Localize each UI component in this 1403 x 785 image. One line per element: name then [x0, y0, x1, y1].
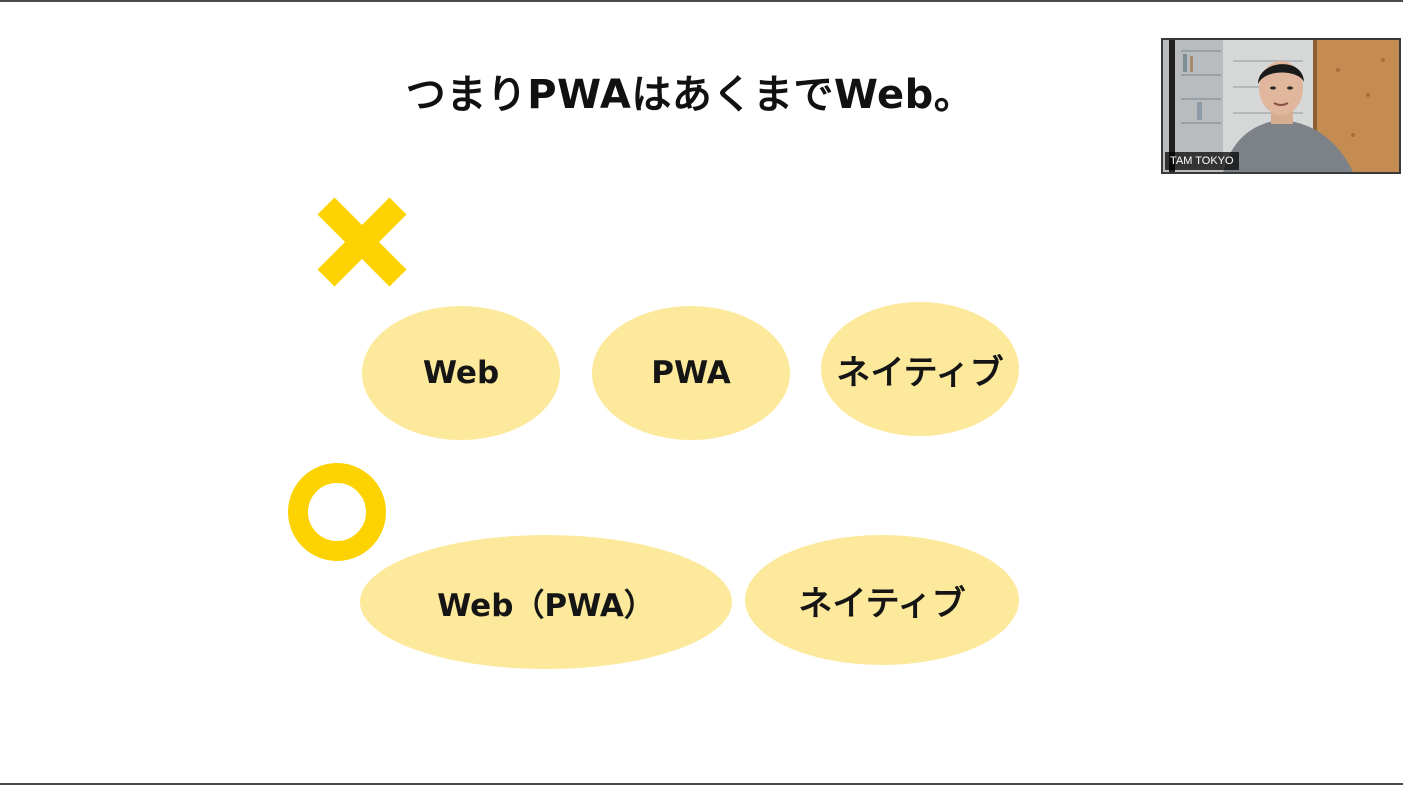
ellipse-native-2: ネイティブ: [745, 535, 1019, 665]
ellipse-label: Web: [422, 355, 500, 391]
ellipse-label: ネイティブ: [836, 352, 1004, 393]
ellipse-label: Web（PWA）: [437, 587, 655, 624]
ellipse-native: ネイティブ: [821, 302, 1019, 436]
cross-icon: [316, 196, 408, 288]
participant-name-tag: TAM TOKYO: [1165, 152, 1239, 170]
ellipse-web: Web: [362, 306, 560, 440]
participant-video-tile[interactable]: TAM TOKYO: [1161, 38, 1401, 174]
ellipse-label: PWA: [651, 355, 731, 391]
ellipse-pwa: PWA: [592, 306, 790, 440]
ellipse-label: ネイティブ: [798, 583, 966, 624]
ellipse-web-pwa: Web（PWA）: [360, 535, 732, 669]
circle-icon: [287, 462, 387, 562]
participant-video-feed: [1163, 40, 1399, 172]
slide-title: つまりPWAはあくまでWeb。: [405, 72, 975, 118]
